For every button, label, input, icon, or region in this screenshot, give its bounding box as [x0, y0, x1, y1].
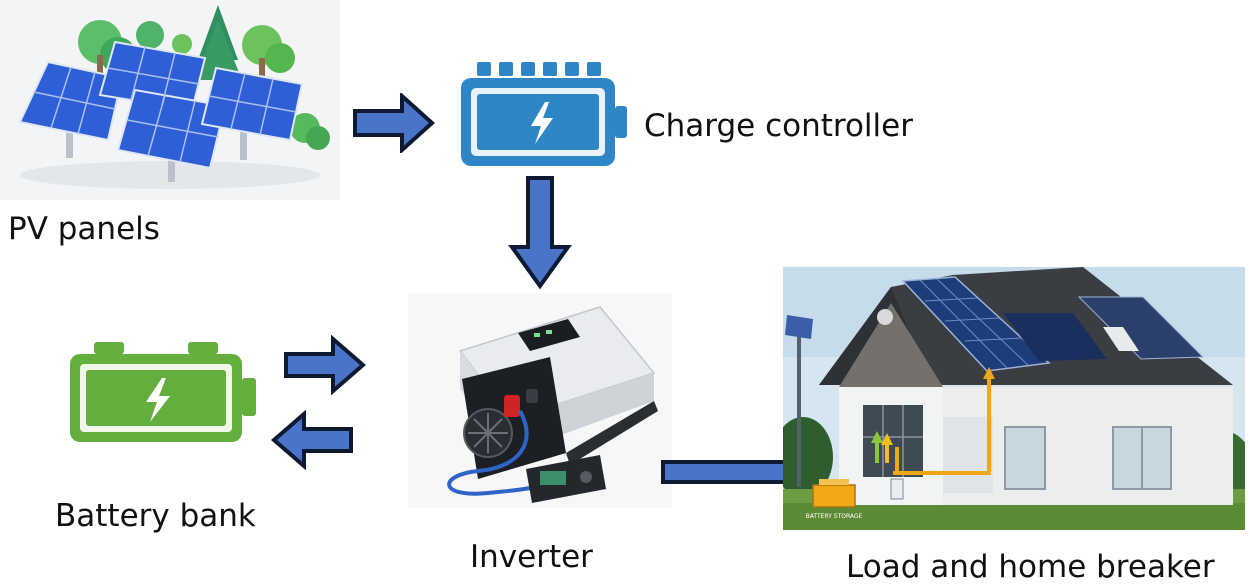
house-illustration: BATTERY STORAGE — [783, 267, 1245, 530]
inverter-illustration — [408, 293, 672, 508]
house-with-solar-roof-icon: BATTERY STORAGE — [783, 267, 1245, 530]
battery-storage-tag: BATTERY STORAGE — [806, 513, 863, 520]
battery-bank-label: Battery bank — [55, 498, 256, 534]
load-label: Load and home breaker — [846, 549, 1215, 585]
charge-controller-icon — [455, 60, 635, 170]
arrow-controller-to-inverter — [508, 175, 572, 290]
inverter-icon — [447, 306, 658, 503]
arrow-inverter-to-battery — [270, 410, 354, 470]
inverter-label: Inverter — [470, 539, 593, 575]
arrow-pv-to-controller — [352, 93, 436, 153]
arrow-battery-to-inverter — [283, 335, 367, 395]
battery-icon — [66, 340, 266, 445]
pv-panels-illustration — [0, 0, 340, 200]
pv-panels-label: PV panels — [8, 211, 160, 247]
charge-controller-label: Charge controller — [644, 108, 913, 144]
solar-panel-icon — [18, 5, 330, 189]
